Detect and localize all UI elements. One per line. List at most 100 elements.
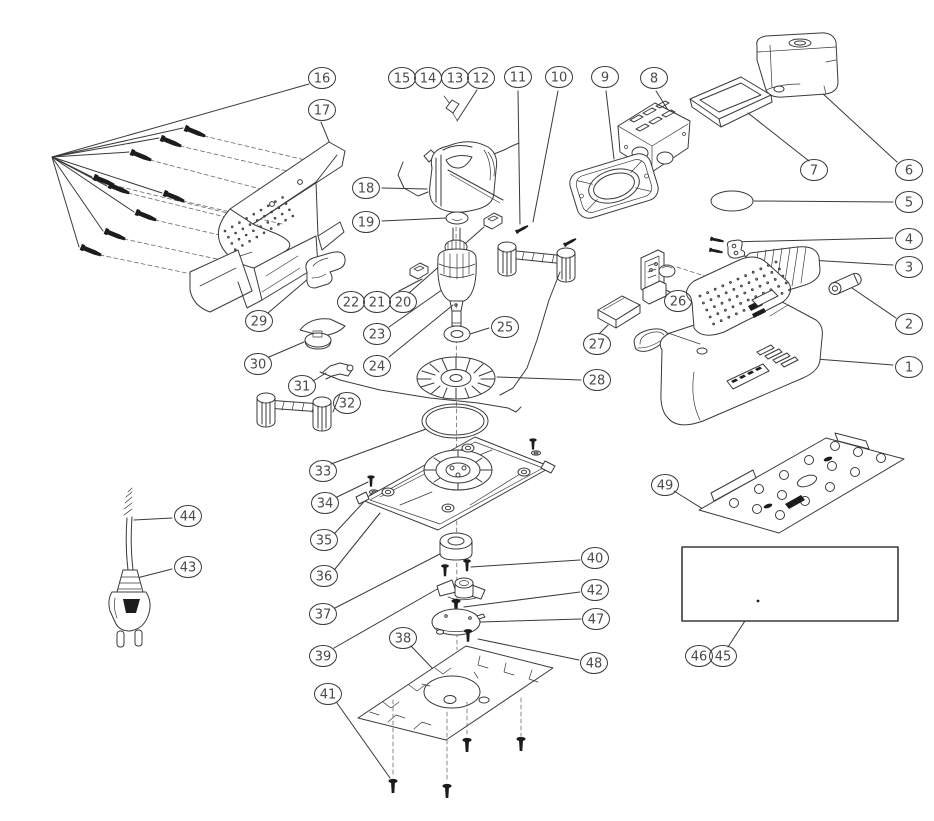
leader-line-36 xyxy=(334,512,381,570)
leader-line-16 xyxy=(51,156,163,194)
callout-label-41: 41 xyxy=(320,688,337,703)
callout-25: 25 xyxy=(491,316,519,338)
leader-line-33 xyxy=(330,428,427,465)
leader-line-16 xyxy=(51,156,108,187)
leader-line-19 xyxy=(381,217,447,222)
callout-2: 2 xyxy=(895,313,923,335)
part-thrust-disc xyxy=(445,211,469,225)
callout-31: 31 xyxy=(288,375,316,397)
part-dust-seal xyxy=(710,190,754,212)
leader-line-9 xyxy=(605,90,615,160)
part-capacitor xyxy=(597,295,641,329)
leader-line-16 xyxy=(51,151,130,158)
leader-line-28 xyxy=(496,376,582,381)
leader-line-37 xyxy=(334,553,441,609)
leader-line-8 xyxy=(655,90,669,111)
leader-line-43 xyxy=(136,568,173,579)
leader-line-16 xyxy=(51,127,184,158)
leader-line-16 xyxy=(51,156,104,232)
callout-label-6: 6 xyxy=(905,164,913,179)
part-punch-plate xyxy=(698,432,905,534)
callout-label-27: 27 xyxy=(589,338,606,353)
callout-label-1: 1 xyxy=(905,361,913,376)
callout-27: 27 xyxy=(583,333,611,355)
part-deflector xyxy=(299,318,346,350)
callout-label-35: 35 xyxy=(316,534,333,549)
leader-line-41 xyxy=(336,702,391,779)
callout-35: 35 xyxy=(310,529,338,551)
callout-18: 18 xyxy=(352,177,380,199)
callout-9: 9 xyxy=(591,66,619,88)
callout-17: 17 xyxy=(308,99,336,121)
callout-13: 13 xyxy=(441,67,469,89)
leader-line-16 xyxy=(51,156,135,213)
callout-33: 33 xyxy=(309,460,337,482)
leader-line-47 xyxy=(479,618,582,623)
callout-label-36: 36 xyxy=(316,570,333,585)
callout-label-29: 29 xyxy=(251,315,268,330)
part-filter-frame xyxy=(689,76,773,128)
callout-label-49: 49 xyxy=(657,479,674,494)
leader-line-48 xyxy=(477,638,580,661)
callout-label-31: 31 xyxy=(294,380,311,395)
part-bearing-cup xyxy=(439,532,473,561)
part-power-cord-plug xyxy=(108,487,151,648)
part-pivot-pin xyxy=(828,272,862,295)
callout-19: 19 xyxy=(352,211,380,233)
callout-45: 45 xyxy=(709,645,737,667)
callout-38: 38 xyxy=(389,627,417,649)
callout-30: 30 xyxy=(244,353,272,375)
part-brush-holder-right xyxy=(483,212,503,230)
callout-1: 1 xyxy=(895,356,923,378)
callout-label-18: 18 xyxy=(358,182,375,197)
callout-3: 3 xyxy=(895,256,923,278)
part-counterweight xyxy=(436,577,486,601)
callout-10: 10 xyxy=(545,66,573,88)
callout-label-43: 43 xyxy=(180,561,197,576)
callout-label-20: 20 xyxy=(395,296,412,311)
part-base-plate xyxy=(355,436,556,531)
callout-label-26: 26 xyxy=(670,295,687,310)
leader-lines xyxy=(51,83,898,779)
callout-32: 32 xyxy=(333,392,361,414)
callout-label-39: 39 xyxy=(315,650,332,665)
callout-label-2: 2 xyxy=(905,318,913,333)
callout-42: 42 xyxy=(581,579,609,601)
part-top-housing-shell xyxy=(189,141,346,313)
callout-26: 26 xyxy=(664,290,692,312)
leader-line-11 xyxy=(517,90,521,225)
callout-43: 43 xyxy=(174,556,202,578)
leader-line-6 xyxy=(820,91,898,163)
leader-line-16 xyxy=(51,156,80,248)
callout-label-17: 17 xyxy=(314,104,331,119)
callout-label-11: 11 xyxy=(510,71,527,86)
callout-8: 8 xyxy=(640,67,668,89)
callout-41: 41 xyxy=(314,683,342,705)
housing-grip-dots xyxy=(223,196,295,251)
callout-label-15: 15 xyxy=(394,72,411,87)
wire-harness xyxy=(319,271,561,413)
callout-label-28: 28 xyxy=(589,374,606,389)
callout-29: 29 xyxy=(245,310,273,332)
callout-label-40: 40 xyxy=(587,552,604,567)
leader-line-25 xyxy=(469,327,490,335)
callout-15: 15 xyxy=(388,67,416,89)
callout-49: 49 xyxy=(651,474,679,496)
callout-6: 6 xyxy=(895,159,923,181)
callout-21: 21 xyxy=(363,291,391,313)
callout-label-10: 10 xyxy=(551,71,568,86)
part-main-body xyxy=(659,246,823,426)
callout-label-22: 22 xyxy=(343,296,360,311)
part-sanding-sheet xyxy=(681,546,899,622)
leader-line-23 xyxy=(388,286,447,328)
callout-28: 28 xyxy=(583,369,611,391)
bottom-plate-screw-set xyxy=(388,697,526,798)
callout-label-4: 4 xyxy=(905,233,913,248)
leader-line-20 xyxy=(398,278,423,292)
callout-label-12: 12 xyxy=(473,72,490,87)
leader-line-30 xyxy=(268,341,305,358)
leader-line-24 xyxy=(388,304,454,358)
callout-label-30: 30 xyxy=(250,358,267,373)
callout-16: 16 xyxy=(308,67,336,89)
